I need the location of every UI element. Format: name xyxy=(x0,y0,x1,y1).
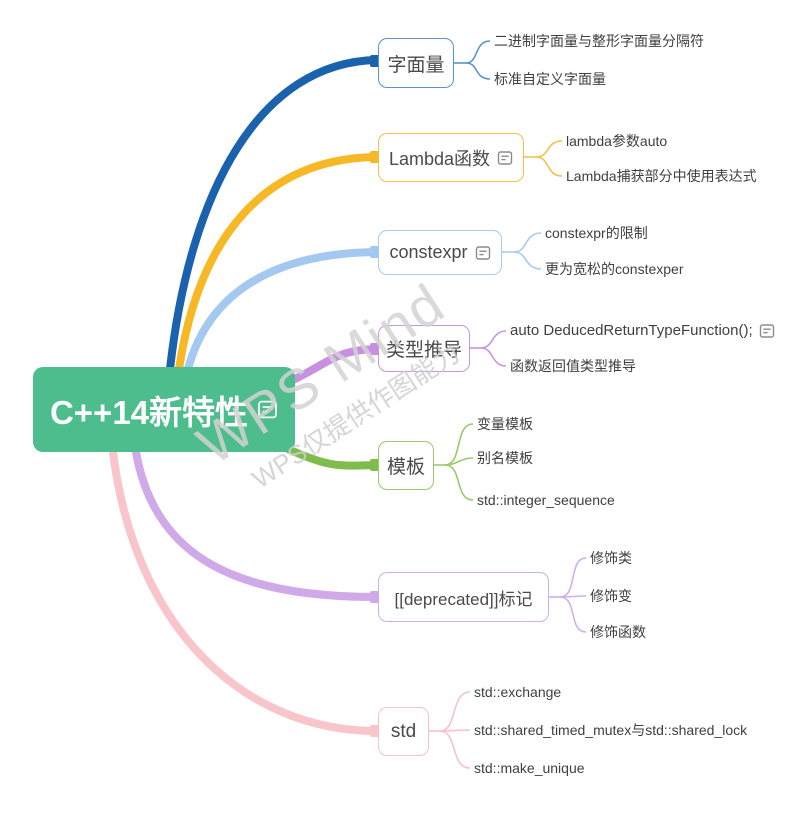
node-template[interactable]: 模板 xyxy=(378,441,434,490)
leaf-node[interactable]: 修饰类 xyxy=(590,547,632,569)
leaf-node[interactable]: 二进制字面量与整形字面量分隔符 xyxy=(494,30,704,52)
leaf-node[interactable]: 标准自定义字面量 xyxy=(494,68,606,90)
note-icon[interactable] xyxy=(497,150,513,166)
leaf-node[interactable]: 别名模板 xyxy=(477,447,533,469)
leaf-label: 函数返回值类型推导 xyxy=(510,358,636,374)
leaf-node[interactable]: 修饰变 xyxy=(590,585,632,607)
leaf-node[interactable]: std::shared_timed_mutex与std::shared_lock xyxy=(474,719,747,741)
leaf-node[interactable]: auto DeducedReturnTypeFunction(); xyxy=(510,320,775,342)
leaf-node[interactable]: 更为宽松的constexper xyxy=(545,258,683,280)
branch-curve-template xyxy=(284,445,381,470)
child-connectors-template xyxy=(434,423,474,501)
leaf-label: 别名模板 xyxy=(477,450,533,466)
node-label: std xyxy=(390,720,417,742)
node-constexpr[interactable]: constexpr xyxy=(378,230,502,275)
leaf-label: 二进制字面量与整形字面量分隔符 xyxy=(494,33,704,49)
child-connectors-constexpr xyxy=(502,232,542,270)
leaf-node[interactable]: 函数返回值类型推导 xyxy=(510,355,636,377)
leaf-label: constexpr的限制 xyxy=(545,225,648,241)
leaf-node[interactable]: 变量模板 xyxy=(477,413,533,435)
child-connectors-literals xyxy=(454,40,491,80)
leaf-node[interactable]: std::exchange xyxy=(474,681,561,703)
leaf-label: std::exchange xyxy=(474,684,562,700)
leaf-node[interactable]: Lambda捕获部分中使用表达式 xyxy=(566,165,757,187)
node-label: constexpr xyxy=(389,242,468,262)
leaf-node[interactable]: 修饰函数 xyxy=(590,621,646,643)
node-label: 模板 xyxy=(386,457,425,478)
note-icon[interactable] xyxy=(475,245,491,261)
root-node-cpp14[interactable]: C++14新特性 xyxy=(33,367,295,452)
root-node-label: C++14新特性 xyxy=(49,393,249,431)
leaf-label: Lambda捕获部分中使用表达式 xyxy=(566,168,757,184)
branch-curve-constexpr xyxy=(184,248,381,373)
node-deprecated[interactable]: [[deprecated]]标记 xyxy=(378,572,549,622)
node-std[interactable]: std xyxy=(378,707,429,756)
node-label: [[deprecated]]标记 xyxy=(394,589,533,609)
branch-curve-lambda xyxy=(175,153,381,373)
branch-curve-deprecated xyxy=(132,448,381,601)
child-connectors-std xyxy=(429,691,471,769)
leaf-node[interactable]: std::integer_sequence xyxy=(477,489,615,511)
branch-curve-std xyxy=(109,448,381,735)
branch-curve-type-deduction xyxy=(289,345,381,384)
leaf-label: auto DeducedReturnTypeFunction(); xyxy=(510,322,753,339)
node-lambda[interactable]: Lambda函数 xyxy=(378,133,524,182)
leaf-label: std::shared_timed_mutex与std::shared_lock xyxy=(474,722,748,738)
leaf-label: 标准自定义字面量 xyxy=(494,71,606,87)
branch-curve-literals xyxy=(166,56,381,373)
child-connectors-deprecated xyxy=(549,557,587,633)
note-icon[interactable] xyxy=(257,399,278,420)
leaf-label: std::make_unique xyxy=(474,760,585,776)
child-connectors-lambda xyxy=(524,140,563,177)
leaf-node[interactable]: constexpr的限制 xyxy=(545,222,648,244)
node-label: 类型推导 xyxy=(385,340,462,361)
leaf-label: 修饰类 xyxy=(590,550,632,566)
node-label: Lambda函数 xyxy=(388,148,491,169)
leaf-node[interactable]: lambda参数auto xyxy=(566,130,667,152)
leaf-label: 变量模板 xyxy=(477,416,533,432)
node-label: 字面量 xyxy=(387,54,445,76)
node-literals[interactable]: 字面量 xyxy=(378,38,454,88)
leaf-label: std::integer_sequence xyxy=(477,492,615,508)
child-connectors-type-deduction xyxy=(470,330,507,367)
leaf-label: 更为宽松的constexper xyxy=(545,261,684,277)
node-type-deduction[interactable]: 类型推导 xyxy=(378,325,470,372)
leaf-label: 修饰函数 xyxy=(590,624,646,640)
leaf-label: 修饰变 xyxy=(590,588,632,604)
leaf-node[interactable]: std::make_unique xyxy=(474,757,585,779)
leaf-label: lambda参数auto xyxy=(566,133,668,149)
note-icon[interactable] xyxy=(759,323,775,339)
